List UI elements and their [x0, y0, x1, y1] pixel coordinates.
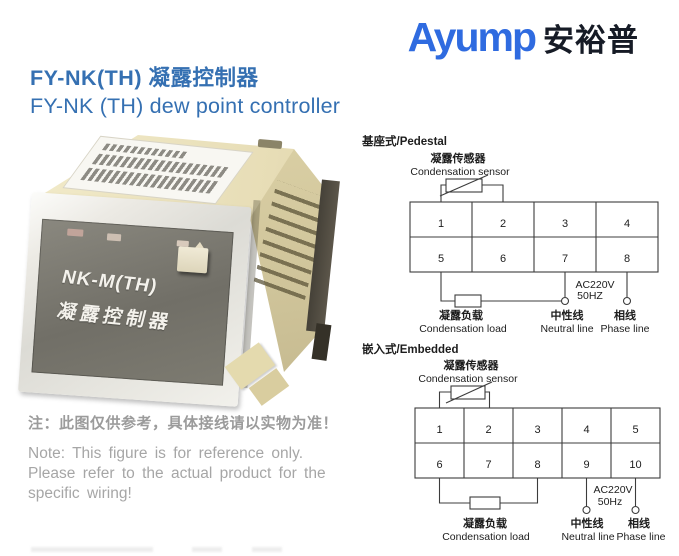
note-en-line1: Note: This figure is for reference only.: [28, 445, 304, 462]
terminal-number: 7: [562, 253, 568, 265]
load-circuit: [438, 478, 539, 510]
load-circuit: [440, 272, 561, 308]
terminal-number: 3: [534, 424, 540, 436]
phase-terminal-circle: [631, 505, 640, 515]
cropped-text-remnant: [192, 547, 222, 552]
terminal-number: 4: [624, 218, 630, 230]
diagram-heading: 基座式/Pedestal: [361, 134, 447, 148]
terminal-number: 10: [629, 459, 641, 471]
power-spec-line2: 50HZ: [577, 290, 603, 302]
phase-label-zh: 相线: [628, 516, 650, 530]
note-en: Note: This figure is for reference only.…: [28, 444, 338, 504]
page-title: FY-NK(TH) 凝露控制器 FY-NK (TH) dew point con…: [30, 64, 340, 120]
power-spec-line1: AC220V: [593, 484, 632, 496]
phase-label-en: Phase line: [600, 323, 649, 335]
load-label-en: Condensation load: [419, 323, 507, 335]
embedded-wiring-diagram: 嵌入式/Embedded 凝露传感器 Condensation sensor 1…: [362, 342, 666, 543]
terminal-number: 2: [485, 424, 491, 436]
pedestal-wiring-diagram: 基座式/Pedestal 凝露传感器 Condensation sensor 1…: [361, 134, 659, 335]
page-title-en: FY-NK (TH) dew point controller: [30, 94, 341, 118]
indicator-mark: [106, 233, 122, 242]
terminal-block: 1 2 3 4 5 6 7 8 9 10: [414, 407, 661, 479]
neutral-terminal-circle: [582, 505, 591, 515]
terminal-block: 1 2 3 4 5 6 7 8: [409, 201, 659, 273]
load-label-en: Condensation load: [442, 531, 530, 543]
terminal-number: 8: [624, 253, 630, 265]
terminal-number: 1: [436, 424, 442, 436]
terminal-number: 6: [436, 459, 442, 471]
neutral-label-en: Neutral line: [561, 531, 614, 543]
terminal-number: 7: [485, 459, 491, 471]
indicator-mark: [67, 228, 84, 237]
terminal-number: 5: [438, 253, 444, 265]
phase-label-zh: 相线: [614, 308, 636, 322]
cropped-text-remnant: [31, 547, 153, 552]
condensation-sensor-symbol: [439, 174, 504, 202]
note-en-line2: Please refer to the actual product for t…: [28, 465, 326, 482]
load-label-zh: 凝露负载: [463, 516, 507, 530]
load-symbol: [469, 496, 501, 510]
terminal-number: 4: [583, 424, 589, 436]
phase-terminal-circle: [622, 296, 632, 306]
device-face-label: 凝露控制器: [54, 301, 175, 334]
power-spec-line1: AC220V: [575, 279, 614, 291]
terminal-number: 6: [500, 253, 506, 265]
sensor-label-en: Condensation sensor: [410, 166, 510, 178]
terminal-number: 3: [562, 218, 568, 230]
condensation-sensor-symbol: [438, 381, 493, 408]
neutral-label-en: Neutral line: [540, 323, 593, 335]
sensor-label-zh: 凝露传感器: [444, 358, 500, 372]
set-button: [176, 246, 209, 274]
neutral-terminal-circle: [560, 296, 570, 306]
terminal-number: 8: [534, 459, 540, 471]
neutral-label-zh: 中性线: [551, 308, 584, 322]
brand-logo: Ayump 安裕普: [408, 14, 639, 61]
power-lines: [582, 478, 640, 515]
load-label-zh: 凝露负载: [439, 308, 483, 322]
note-zh: 注：此图仅供参考，具体接线请以实物为准！: [28, 415, 339, 432]
brand-logo-latin: Ayump: [407, 14, 537, 60]
load-symbol: [454, 294, 482, 308]
power-spec-line2: 50Hz: [598, 496, 623, 508]
phase-label-en: Phase line: [616, 531, 665, 543]
device-model-text: NK-M(TH): [59, 266, 160, 298]
device-clear-cover: NK-M(TH) 凝露控制器: [18, 192, 252, 407]
brand-logo-cjk: 安裕普: [543, 23, 639, 58]
page-title-zh: FY-NK(TH) 凝露控制器: [30, 66, 259, 90]
neutral-label-zh: 中性线: [571, 516, 604, 530]
product-photo: NK-M(TH) 凝露控制器: [18, 128, 340, 412]
cropped-text-remnant: [252, 547, 282, 552]
terminal-number: 2: [500, 218, 506, 230]
terminal-number: 1: [438, 218, 444, 230]
reference-note: 注：此图仅供参考，具体接线请以实物为准！ Note: This figure i…: [28, 412, 338, 504]
diagram-heading: 嵌入式/Embedded: [362, 342, 458, 356]
sensor-label-en: Condensation sensor: [418, 373, 518, 385]
device-face-panel: NK-M(TH) 凝露控制器: [31, 218, 234, 386]
power-lines: [560, 272, 632, 306]
sensor-label-zh: 凝露传感器: [431, 151, 487, 165]
note-en-line3: specific wiring!: [28, 485, 132, 502]
terminal-number: 9: [583, 459, 589, 471]
terminal-number: 5: [632, 424, 638, 436]
